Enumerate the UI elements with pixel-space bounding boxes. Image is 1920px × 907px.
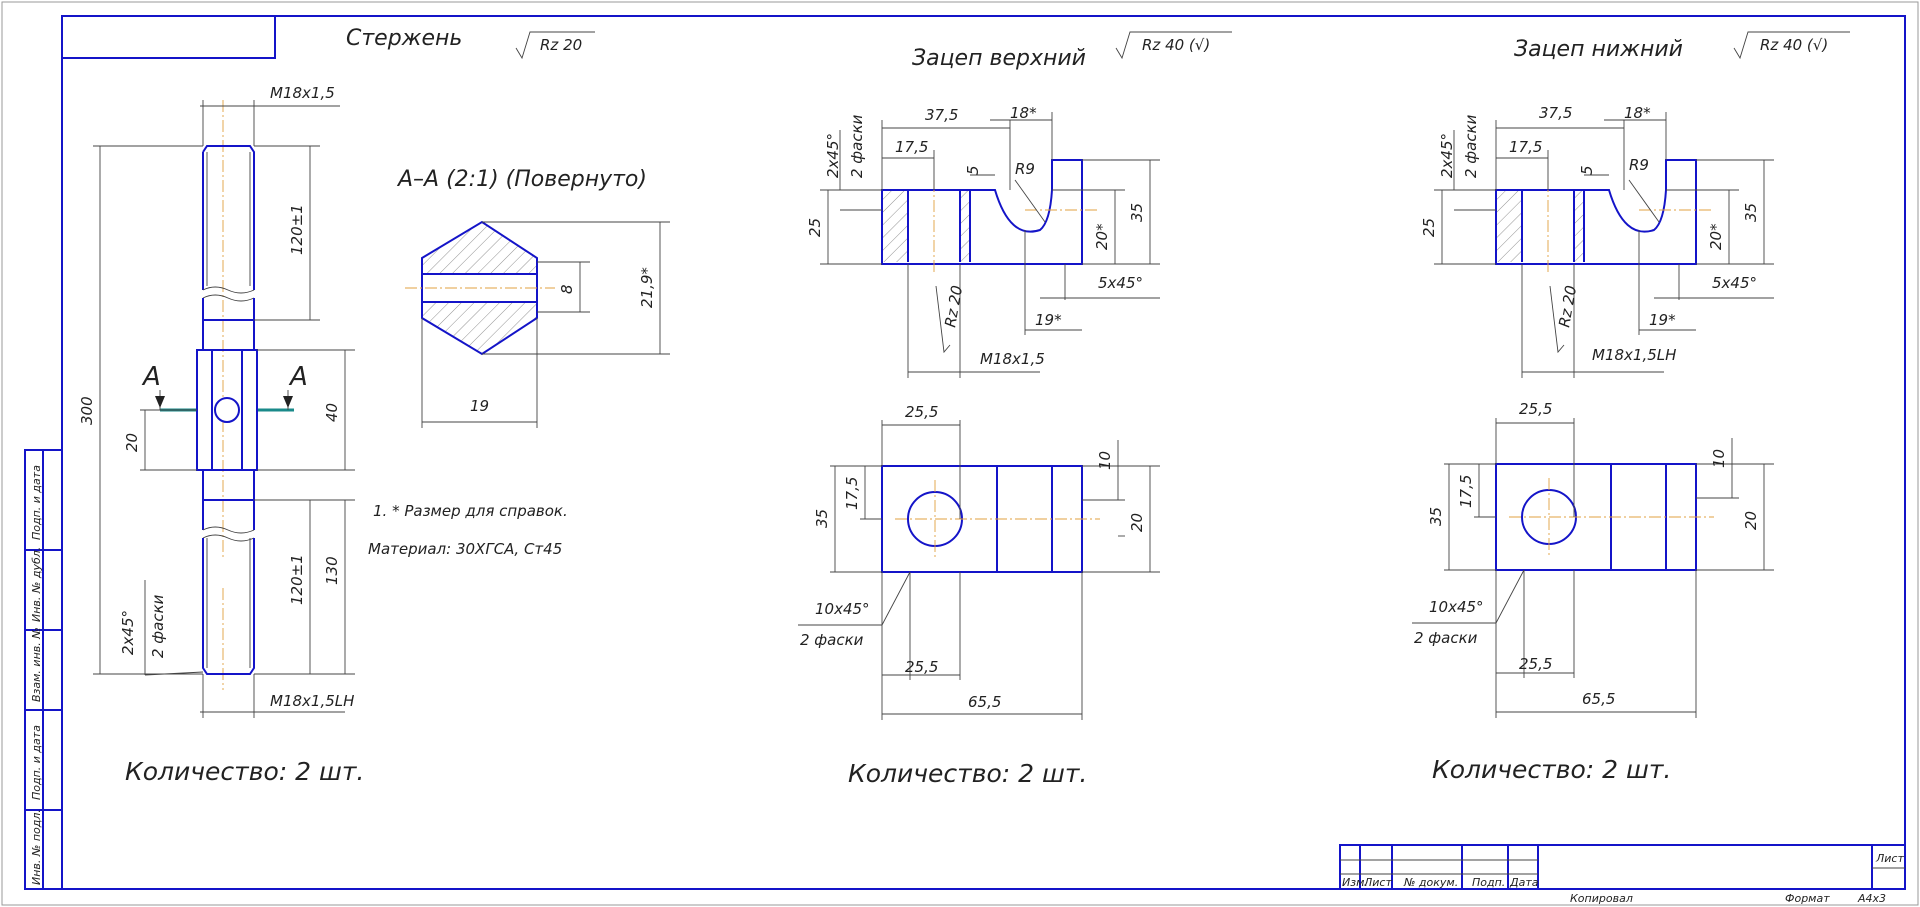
lower-p-chamfer-count: 2 фаски [1414,629,1478,647]
strip-label-5: Инв. № подл. [30,809,43,885]
upper-d37-5: 37,5 [925,106,958,124]
rod-len-top: 120±1 [288,204,306,255]
note-reference: 1. * Размер для справок. [373,502,568,520]
roughness-rod: Rz 20 [515,31,595,60]
quantity-upper: Количество: 2 шт. [848,759,1087,788]
lower-p20: 20 [1742,511,1760,530]
upper-d20s: 20* [1093,223,1111,250]
strip-label-2: Инв. № дубл. [30,547,43,622]
section-aa: А–А (2:1) (Повернуто) 19 21,9* 8 [396,167,670,428]
roughness-upper: Rz 40 (√) [1115,31,1232,60]
rod-len-total: 300 [78,396,96,425]
title-block: Изм. Лист № докум. Подп. Дата Лист Копир… [1339,844,1906,905]
title-upper: Зацеп верхний [912,46,1086,71]
strip-label-1: Подп. и дата [30,465,43,540]
upper-thread: M18x1,5 [980,350,1045,368]
lower-d19s: 19* [1649,311,1676,329]
section-width: 19 [470,397,489,415]
lower-p65-5: 65,5 [1582,690,1615,708]
lower-p35: 35 [1427,507,1445,526]
roughness-lower: Rz 40 (√) [1733,31,1850,60]
upper-chamfer: 2x45° [824,133,842,178]
quantity-rod: Количество: 2 шт. [125,757,364,786]
upper-d19s: 19* [1035,311,1062,329]
section-height: 21,9* [638,267,656,308]
lower-d37-5: 37,5 [1539,104,1572,122]
lower-d17-5: 17,5 [1509,138,1542,156]
upper-r9: R9 [1015,160,1035,178]
lower-d5x45: 5x45° [1712,274,1757,292]
lower-p17-5: 17,5 [1457,475,1475,508]
tb-sheet: Лист [1875,852,1904,865]
lower-hook: 37,5 18* 17,5 5 R9 25 35 20* 5x45° 19* M… [1412,104,1774,718]
upper-p20: 20 [1128,513,1146,532]
upper-hook: 37,5 18* 17,5 5 R9 25 35 20* 5x45° 19* M… [798,104,1160,720]
tb-date: Дата [1509,876,1539,889]
lower-chamfer-count: 2 фаски [1462,114,1480,178]
lower-p25-5-top: 25,5 [1519,400,1552,418]
lower-d25: 25 [1420,218,1438,237]
tb-doc: № докум. [1403,876,1458,889]
lower-p10x45: 10x45° [1429,598,1484,616]
upper-p35: 35 [813,509,831,528]
tb-format: Формат [1785,892,1830,905]
upper-p10: 10 [1096,451,1114,470]
lower-d18: 18* [1624,104,1651,122]
rod-len-bottom: 120±1 [288,554,306,605]
rod-len-hole: 20 [123,433,141,452]
strip-label-4: Подп. и дата [30,725,43,800]
lower-p25-5-bottom: 25,5 [1519,655,1552,673]
lower-chamfer: 2x45° [1438,133,1456,178]
upper-p-chamfer-count: 2 фаски [800,631,864,649]
upper-d18: 18* [1010,104,1037,122]
tb-copied: Копировал [1570,892,1633,905]
cut-label-left: А [141,362,161,392]
rod-chamfer: 2x45° [119,610,137,655]
side-strip: Подп. и дата Инв. № дубл. Взам. инв. № П… [24,449,63,890]
upper-p65-5: 65,5 [968,693,1001,711]
upper-d25: 25 [806,218,824,237]
upper-p25-5-bottom: 25,5 [905,658,938,676]
note-material: Материал: 30ХГСА, Ст45 [368,540,562,558]
strip-label-3: Взам. инв. № [30,627,43,702]
lower-r9: R9 [1629,156,1649,174]
upper-d5x45: 5x45° [1098,274,1143,292]
rod-chamfer-count: 2 фаски [149,594,167,658]
upper-p17-5: 17,5 [843,477,861,510]
upper-p25-5-top: 25,5 [905,403,938,421]
lower-d20s: 20* [1707,223,1725,250]
title-lower: Зацеп нижний [1514,37,1683,62]
tb-format-value: А4x3 [1857,892,1886,905]
rod-thread-top: M18x1,5 [270,84,335,102]
rod-view: А А M18x1,5 M18x1,5LH 300 120±1 40 20 12… [78,84,355,718]
upper-d5: 5 [964,165,982,175]
svg-text:Rz 20: Rz 20 [540,36,582,54]
lower-d35: 35 [1742,203,1760,222]
lower-rz-hole: Rz 20 [1555,284,1580,329]
svg-text:Rz 40 (√): Rz 40 (√) [1142,36,1210,54]
rod-len-mid: 40 [323,403,341,422]
upper-d35: 35 [1128,203,1146,222]
section-hole: 8 [558,284,576,294]
upper-p10x45: 10x45° [815,600,870,618]
title-rod: Стержень [346,26,462,51]
cut-label-right: А [288,362,308,392]
upper-chamfer-count: 2 фаски [848,114,866,178]
rod-len-130: 130 [323,556,341,585]
svg-text:Rz 40 (√): Rz 40 (√) [1760,36,1828,54]
lower-thread: M18x1,5LH [1592,346,1676,364]
tb-list: Лист [1363,876,1392,889]
tb-sign: Подп. [1472,876,1505,889]
quantity-lower: Количество: 2 шт. [1432,755,1671,784]
upper-rz-hole: Rz 20 [941,284,966,329]
rod-thread-bottom: M18x1,5LH [270,692,354,710]
lower-p10: 10 [1710,449,1728,468]
upper-d17-5: 17,5 [895,138,928,156]
tb-izm: Изм. [1342,876,1368,889]
section-title: А–А (2:1) (Повернуто) [396,167,647,192]
lower-d5: 5 [1578,165,1596,175]
